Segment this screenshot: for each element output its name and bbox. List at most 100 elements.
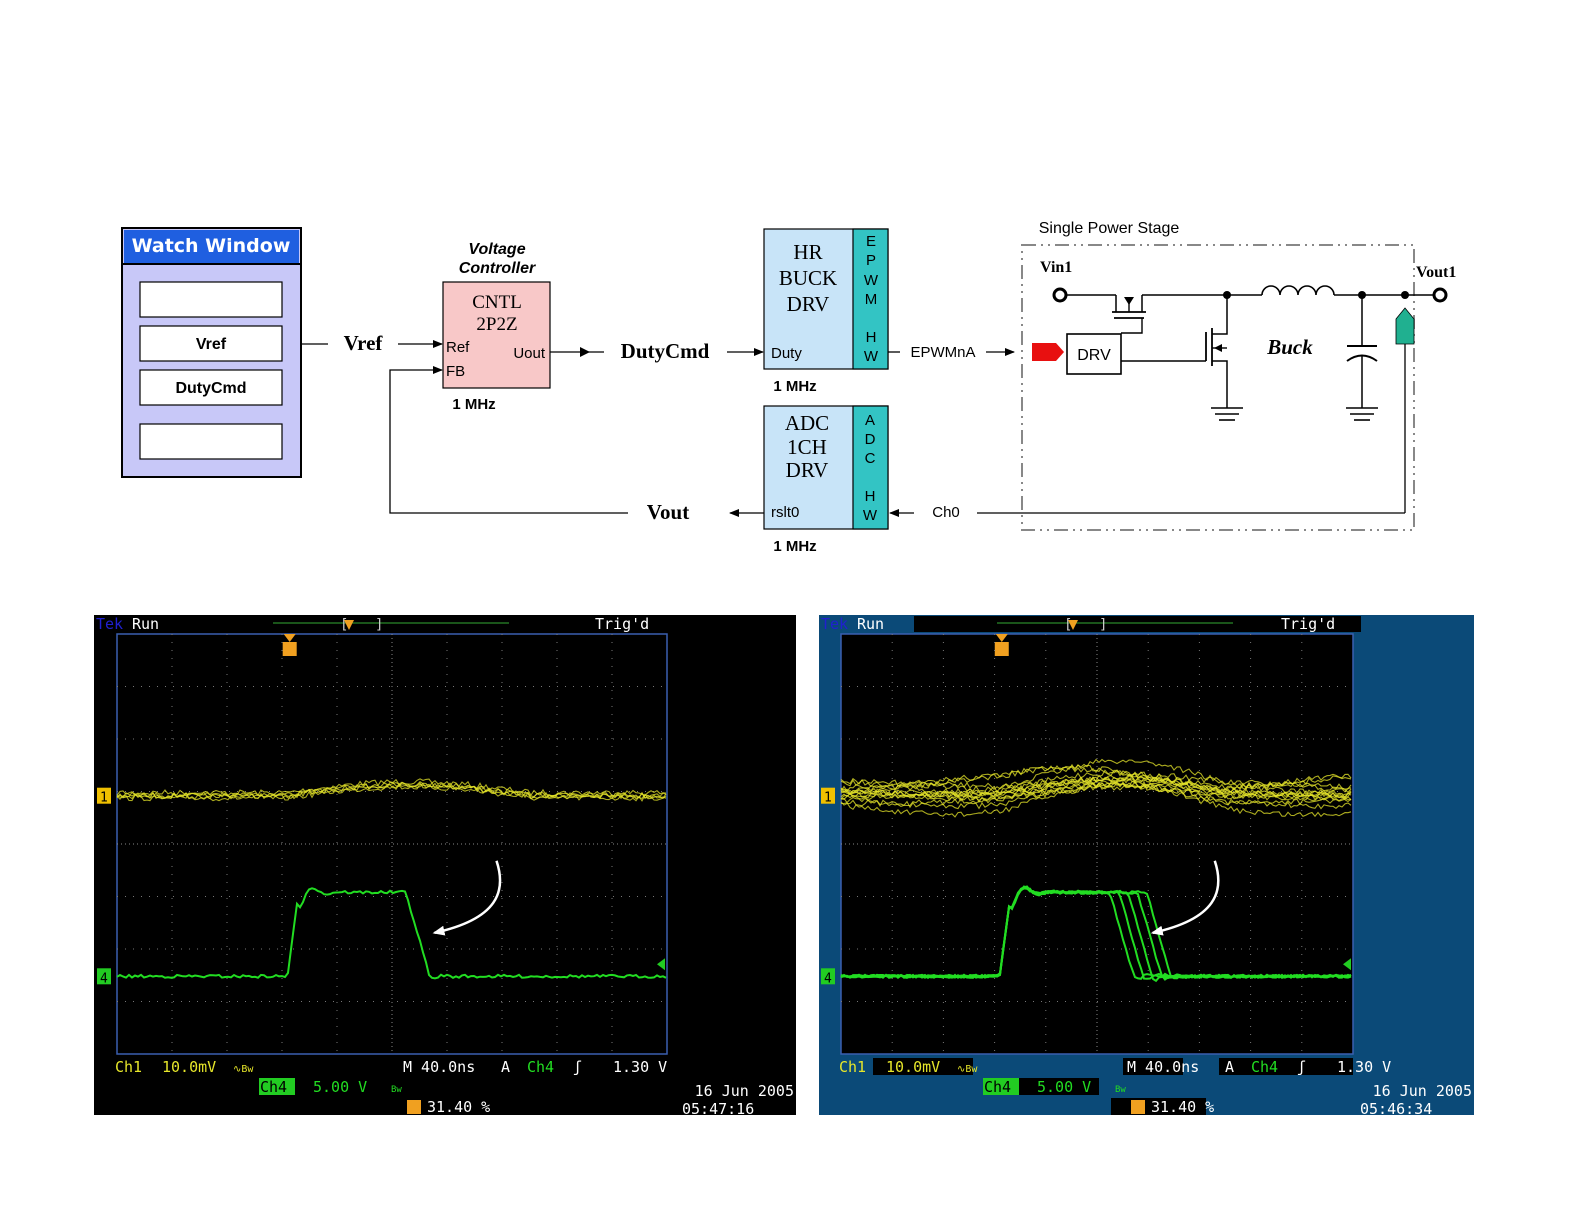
ch4-trace [840, 886, 1352, 980]
footer-timebase: M 40.0ns [1127, 1058, 1199, 1076]
gate-driver-box [1066, 333, 1122, 375]
watch-slot-1[interactable] [139, 281, 283, 318]
footer-trigpos-icon [1131, 1100, 1145, 1114]
footer-trig-ch: Ch4 [527, 1058, 554, 1076]
adc-letter-a: A [865, 412, 875, 429]
pwm-driver-name-1: HR [793, 240, 822, 264]
arrow-uout-head [580, 347, 590, 357]
controller-block: Voltage Controller CNTL 2P2Z Ref FB Uout… [442, 241, 551, 413]
adc-driver-name-3: DRV [786, 458, 829, 482]
footer-trig-level: 1.30 V [1337, 1058, 1391, 1076]
scope-status: Run [132, 615, 159, 633]
adc-driver-output: rslt0 [771, 504, 799, 521]
adc-driver-name-1: ADC [785, 411, 829, 435]
epwm-letter-e: E [866, 233, 876, 250]
footer-trig-level: 1.30 V [613, 1058, 667, 1076]
ch1-trace [840, 783, 1352, 803]
controller-name-2: 2P2Z [476, 314, 517, 335]
footer-ch4-label: Ch4 [984, 1078, 1011, 1096]
scope-record-left: [ [340, 617, 348, 633]
trigger-level-marker [1343, 958, 1351, 971]
footer-ch4-badge [983, 1078, 1019, 1095]
footer-trig-box [1219, 1058, 1353, 1075]
ch1-trace [840, 780, 1352, 810]
epwm-letter-m: M [865, 291, 878, 308]
footer-trigpos: 31.40 % [427, 1098, 490, 1116]
adc-letter-d: D [865, 431, 876, 448]
net-label-dutycmd: DutyCmd [621, 339, 710, 363]
cap-plate-bottom [1346, 354, 1378, 362]
node-out [1401, 291, 1409, 299]
footer-ch1-scale: 10.0mV [162, 1058, 216, 1076]
ch1-trace [116, 781, 667, 800]
pwm-driver-name-2: BUCK [779, 266, 837, 290]
watch-slot-vref: Vref [196, 336, 227, 353]
ch4-marker: 4 [100, 971, 108, 986]
adc-letter-w: W [863, 507, 878, 524]
footer-time: 05:46:34 [1360, 1100, 1432, 1118]
pwm-driver-freq: 1 MHz [773, 378, 816, 395]
footer-trigpos: 31.40 % [1151, 1098, 1214, 1116]
scope-header-bar [914, 616, 1281, 632]
scope-trigger-marker [282, 642, 297, 656]
gate-driver-label: DRV [1077, 347, 1111, 364]
buck-label: Buck [1266, 335, 1313, 359]
ch1-trace [116, 780, 667, 800]
ch4-marker-box [821, 968, 835, 985]
ch1-trace [116, 783, 667, 802]
net-label-ch0: Ch0 [932, 504, 960, 521]
bottom-switch-arrow [1214, 344, 1222, 352]
scope-trigger-marker [994, 642, 1009, 656]
footer-ch4-badge [259, 1078, 295, 1095]
scope-record-trig-icon [344, 620, 354, 630]
controller-caption-2: Controller [459, 260, 536, 277]
ch1-marker-box [97, 787, 111, 804]
watch-slot-4[interactable] [139, 423, 283, 460]
footer-trigpos-icon [407, 1100, 421, 1114]
ch1-trace [840, 777, 1352, 799]
controller-in-fb: FB [446, 363, 465, 380]
ch4-trace [116, 887, 667, 980]
ch4-marker-box [97, 968, 111, 985]
controller-box [442, 281, 551, 389]
scope-trigger-arrow [283, 634, 296, 642]
scope-trig-status: Trig'd [595, 615, 649, 633]
adc-driver-block: ADC 1CH DRV rslt0 A D C H W 1 MHz [763, 405, 889, 555]
controller-in-ref: Ref [446, 339, 470, 356]
adc-sense-marker [1395, 307, 1415, 345]
footer-ch4-scale: 5.00 V [313, 1078, 367, 1096]
block-diagram: Watch Window Vref DutyCmd Vref Voltage C… [121, 220, 1456, 555]
watch-slot-2[interactable] [139, 325, 283, 362]
watch-window: Watch Window Vref DutyCmd [121, 227, 302, 478]
power-stage: Single Power Stage Vin1 Vout1 [1021, 220, 1456, 531]
footer-ch1-label: Ch1 [115, 1058, 142, 1076]
footer-timebase-box [1123, 1058, 1183, 1075]
epwm-hw-strip [852, 228, 889, 370]
footer-ch4-label: Ch4 [260, 1078, 287, 1096]
scope-brand: Tek [96, 615, 123, 633]
footer-ch1-box [873, 1058, 973, 1075]
pwm-driver-name-3: DRV [787, 292, 830, 316]
controller-name-1: CNTL [472, 292, 522, 313]
scope-record-trig-icon [1068, 620, 1078, 630]
scope-grid [841, 634, 1353, 1054]
inductor [1261, 285, 1335, 296]
footer-timebase: M 40.0ns [403, 1058, 475, 1076]
bottom-switch-drain [1212, 295, 1228, 335]
net-label-epwm: EPWMnA [910, 344, 975, 361]
net-label-vout: Vout [647, 500, 689, 524]
epwm-letter-w2: W [864, 348, 879, 365]
footer-ch4-box [1009, 1078, 1099, 1095]
watch-slot-3[interactable] [139, 369, 283, 406]
footer-time: 05:47:16 [682, 1100, 754, 1118]
epwm-letter-w: W [864, 272, 879, 289]
scope-record-left: [ [1064, 617, 1072, 633]
adc-letter-c: C [865, 450, 876, 467]
footer-ch1-scale: 10.0mV [886, 1058, 940, 1076]
bottom-switch-source [1212, 360, 1228, 408]
scope-record-right: ] [375, 617, 383, 633]
footer-trig-slope: ʃ [1297, 1058, 1306, 1076]
